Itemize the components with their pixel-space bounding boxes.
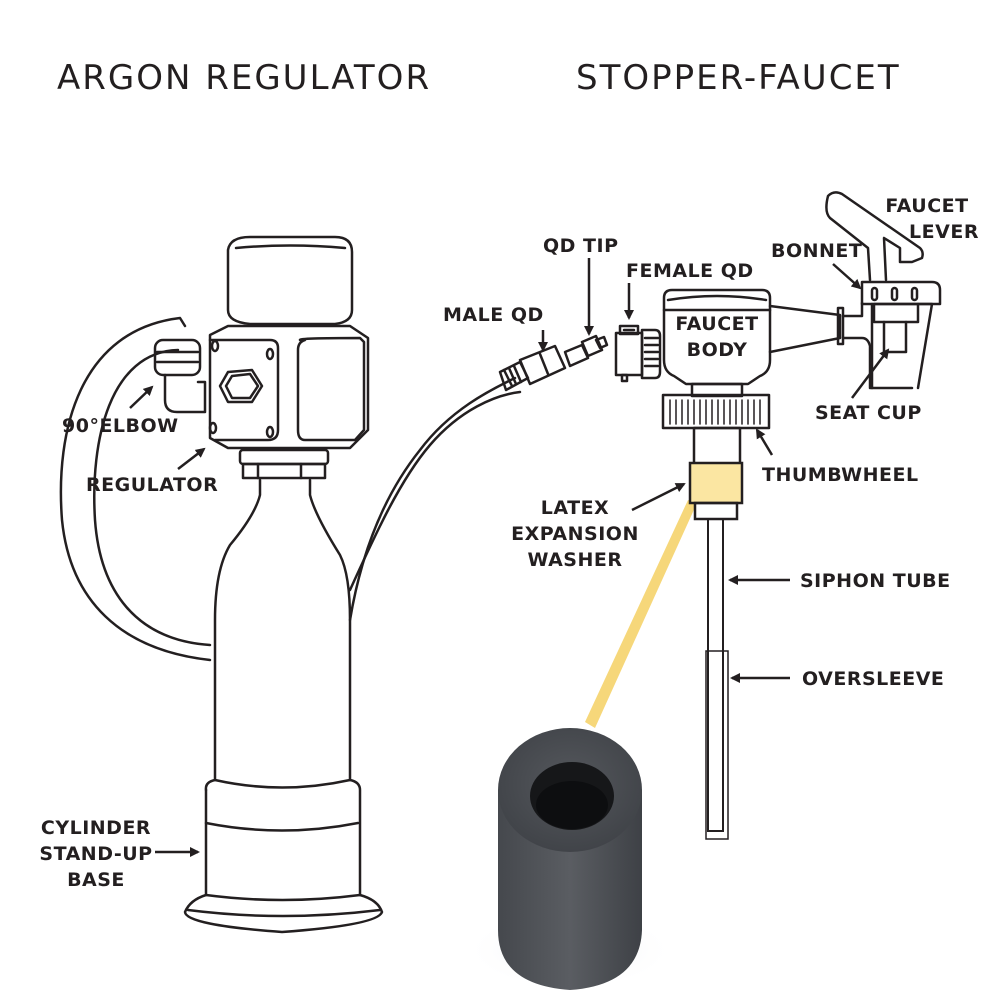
gas-hose-left [59, 316, 212, 662]
arrow-bonnet [832, 263, 862, 290]
arrow-seat-cup [851, 348, 890, 399]
label-line: WASHER [527, 549, 623, 571]
label-siphon-tube: SIPHON TUBE [800, 570, 951, 592]
arrow-elbow [129, 385, 154, 409]
label-female-qd: FEMALE QD [626, 260, 754, 282]
label-line: BASE [67, 869, 125, 891]
label-line: STAND-UP [39, 843, 153, 865]
label-line: EXPANSION [511, 523, 639, 545]
label-90-elbow: 90°ELBOW [62, 415, 179, 437]
gas-hose-right [348, 376, 522, 622]
label-bonnet: BONNET [771, 240, 863, 262]
elbow-fitting [153, 338, 207, 414]
label-line: BODY [686, 339, 748, 361]
label-thumbwheel: THUMBWHEEL [762, 464, 919, 486]
argon-cylinder [213, 478, 352, 782]
label-line: CYLINDER [40, 817, 152, 839]
label-cylinder-stand-up-base: CYLINDER STAND-UP BASE [36, 815, 156, 893]
title-argon-regulator: ARGON REGULATOR [57, 58, 432, 98]
label-line: LATEX [540, 497, 610, 519]
label-faucet-body: FAUCET BODY [668, 311, 766, 363]
title-stopper-faucet: STOPPER-FAUCET [576, 58, 901, 98]
regulator-cap [226, 235, 354, 326]
foam-washer-photo [465, 728, 675, 990]
male-qd [498, 334, 609, 392]
faucet-body [662, 288, 914, 398]
label-line: FAUCET [885, 195, 969, 217]
label-male-qd: MALE QD [443, 304, 544, 326]
latex-washer-drawing [688, 461, 744, 505]
label-line: LEVER [909, 221, 979, 243]
label-oversleeve: OVERSLEEVE [802, 668, 945, 690]
label-line: FAUCET [675, 313, 759, 335]
thumbwheel [661, 393, 771, 466]
washer-pointer-beam [585, 500, 697, 728]
regulator-body [208, 324, 370, 480]
stand-up-base [183, 778, 384, 934]
label-regulator: REGULATOR [86, 474, 219, 496]
label-faucet-lever: FAUCET LEVER [872, 193, 982, 245]
oversleeve-drawing [705, 650, 729, 840]
arrow-washer [631, 482, 686, 512]
female-qd [614, 324, 662, 383]
label-latex-expansion-washer: LATEX EXPANSION WASHER [510, 495, 640, 573]
siphon-tube-drawing [707, 518, 724, 832]
label-seat-cup: SEAT CUP [815, 402, 922, 424]
faucet-spigot [825, 191, 942, 390]
arrow-regulator [177, 447, 206, 470]
label-qd-tip: QD TIP [543, 235, 619, 257]
arrow-thumbwheel [755, 428, 774, 456]
